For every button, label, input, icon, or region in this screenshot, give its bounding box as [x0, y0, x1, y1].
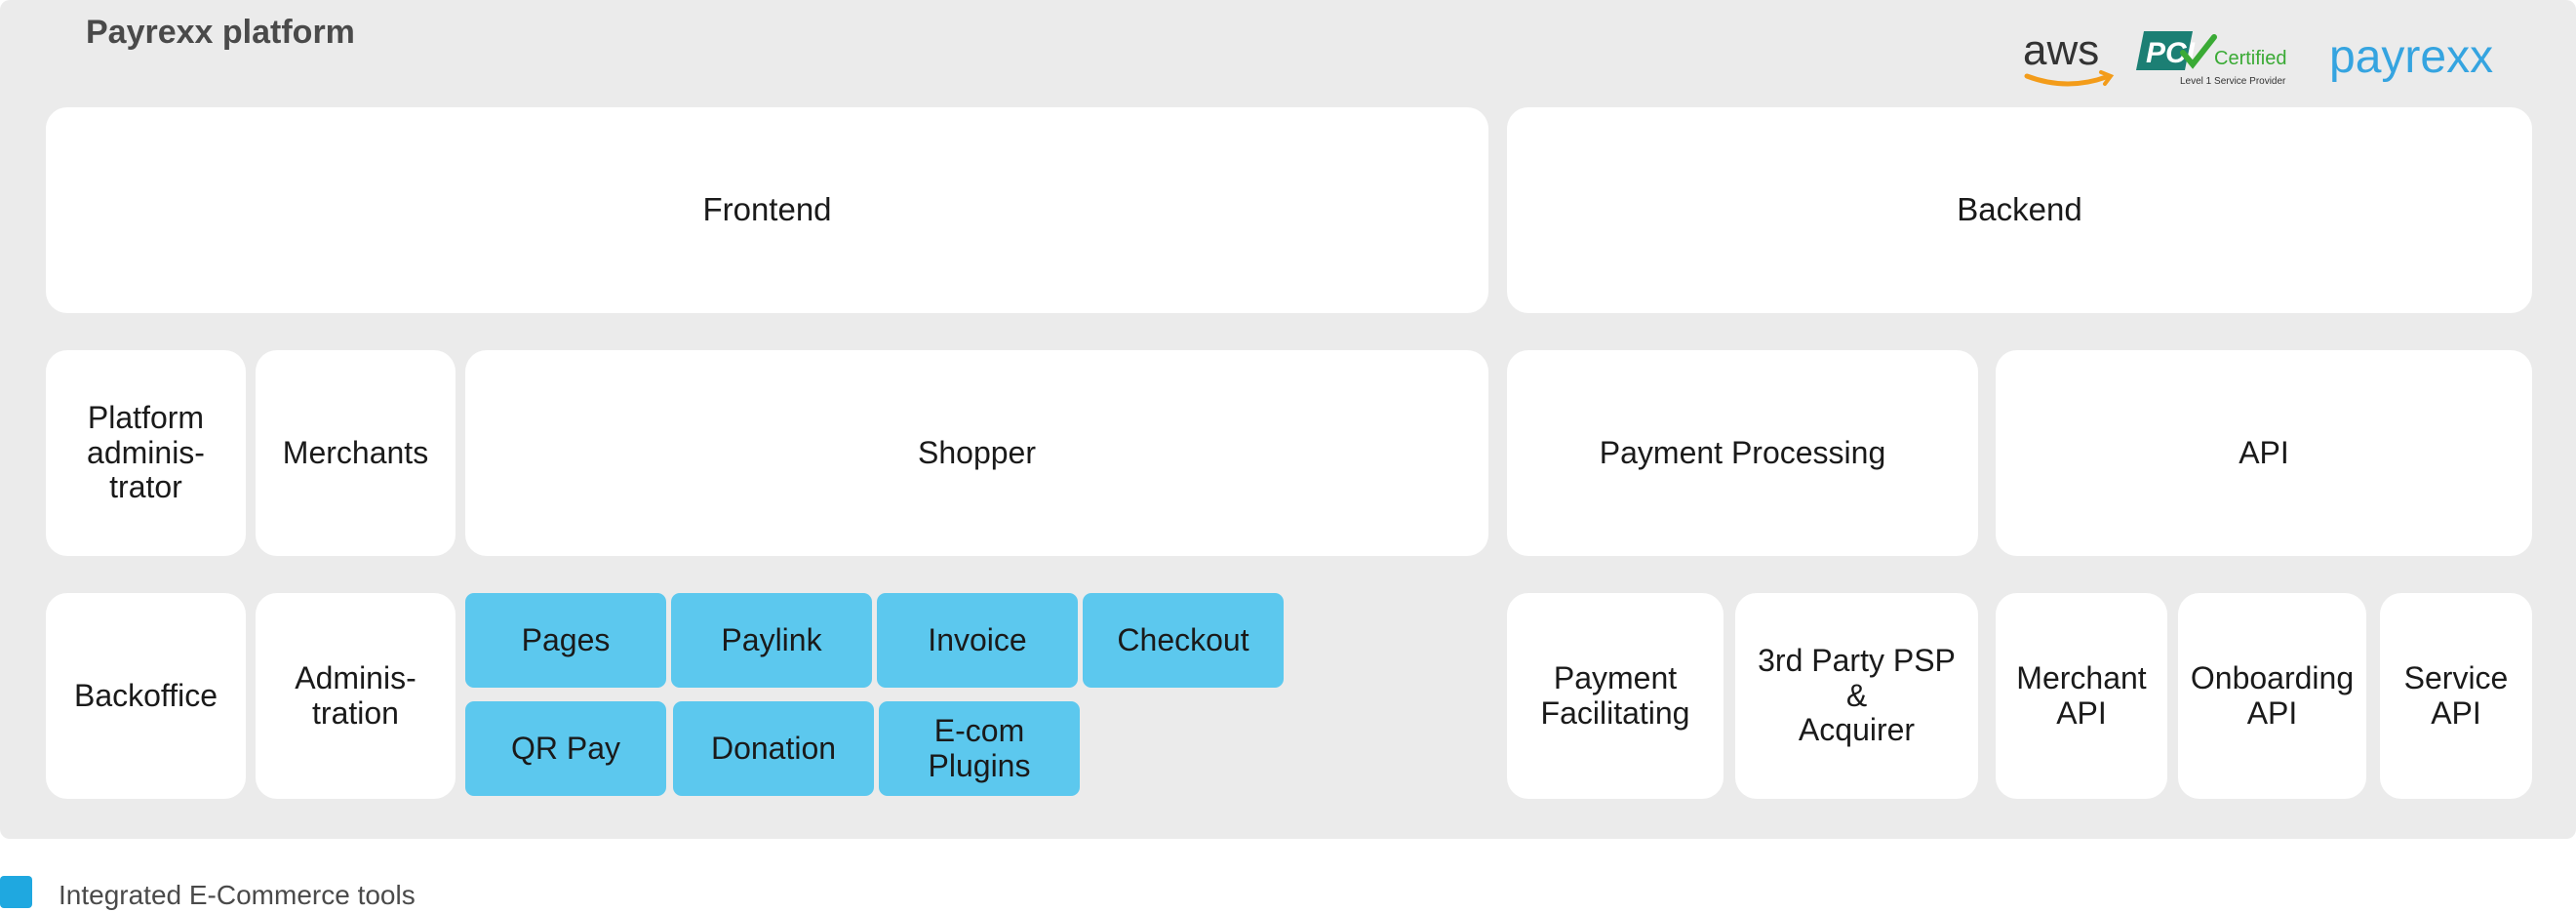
tool-ecom-plugins: E-com Plugins: [879, 701, 1080, 796]
shopper-label: Shopper: [918, 434, 1036, 470]
payment-processing-box: Payment Processing: [1507, 350, 1978, 556]
tool-ecom-plugins-label: E-com Plugins: [928, 712, 1031, 783]
backend-label: Backend: [1957, 191, 2082, 228]
shopper-box: Shopper: [465, 350, 1488, 556]
tool-donation-label: Donation: [710, 730, 837, 766]
tool-invoice: Invoice: [877, 593, 1078, 688]
backoffice-box: Backoffice: [46, 593, 246, 799]
tool-qr-pay-label: QR Pay: [510, 730, 621, 766]
merchant-api-box: Merchant API: [1996, 593, 2167, 799]
onboarding-api-label: Onboarding API: [2190, 659, 2355, 731]
tool-invoice-label: Invoice: [928, 621, 1027, 657]
payment-facilitating-label: Payment Facilitating: [1540, 659, 1690, 731]
aws-logo: aws: [2023, 26, 2115, 87]
payrexx-logo: payrexx: [2329, 31, 2493, 83]
api-label: API: [2239, 434, 2289, 470]
payment-processing-label: Payment Processing: [1599, 434, 1886, 470]
administration-box: Adminis- tration: [256, 593, 456, 799]
third-party-psp-label: 3rd Party PSP & Acquirer: [1758, 642, 1956, 748]
logo-strip: aws PCI Certified Level 1 Service Provid…: [2023, 26, 2493, 87]
legend-swatch: [0, 876, 32, 908]
service-api-label: Service API: [2403, 659, 2509, 731]
onboarding-api-box: Onboarding API: [2178, 593, 2366, 799]
payrexx-logo-text: payrexx: [2329, 31, 2493, 83]
platform-administrator-label: Platform adminis- trator: [87, 399, 205, 505]
platform-title: Payrexx platform: [86, 14, 355, 51]
legend-label: Integrated E-Commerce tools: [59, 880, 416, 910]
third-party-psp-box: 3rd Party PSP & Acquirer: [1735, 593, 1978, 799]
platform-administrator-box: Platform adminis- trator: [46, 350, 246, 556]
pci-logo-text: PCI: [2146, 37, 2196, 69]
api-box: API: [1996, 350, 2532, 556]
frontend-label: Frontend: [702, 191, 832, 228]
service-api-box: Service API: [2380, 593, 2532, 799]
backend-section: Backend: [1507, 107, 2532, 313]
tool-pages: Pages: [465, 593, 666, 688]
payment-facilitating-box: Payment Facilitating: [1507, 593, 1724, 799]
platform-container: Payrexx platform aws PCI Certified Level…: [0, 0, 2576, 839]
merchants-box: Merchants: [256, 350, 456, 556]
tool-checkout: Checkout: [1083, 593, 1284, 688]
merchants-label: Merchants: [282, 434, 429, 470]
frontend-section: Frontend: [46, 107, 1488, 313]
merchant-api-label: Merchant API: [2016, 659, 2147, 731]
backoffice-label: Backoffice: [73, 677, 218, 713]
administration-label: Adminis- tration: [295, 659, 416, 731]
tool-checkout-label: Checkout: [1117, 621, 1249, 657]
aws-logo-text: aws: [2023, 26, 2099, 74]
pci-certified-text: Certified: [2214, 48, 2286, 69]
tool-paylink: Paylink: [671, 593, 872, 688]
pci-sub-text: Level 1 Service Provider: [2180, 76, 2286, 87]
tool-qr-pay: QR Pay: [465, 701, 666, 796]
tool-paylink-label: Paylink: [721, 621, 822, 657]
tool-pages-label: Pages: [521, 621, 611, 657]
tool-donation: Donation: [673, 701, 874, 796]
pci-certified-logo: PCI Certified Level 1 Service Provider: [2136, 31, 2286, 87]
